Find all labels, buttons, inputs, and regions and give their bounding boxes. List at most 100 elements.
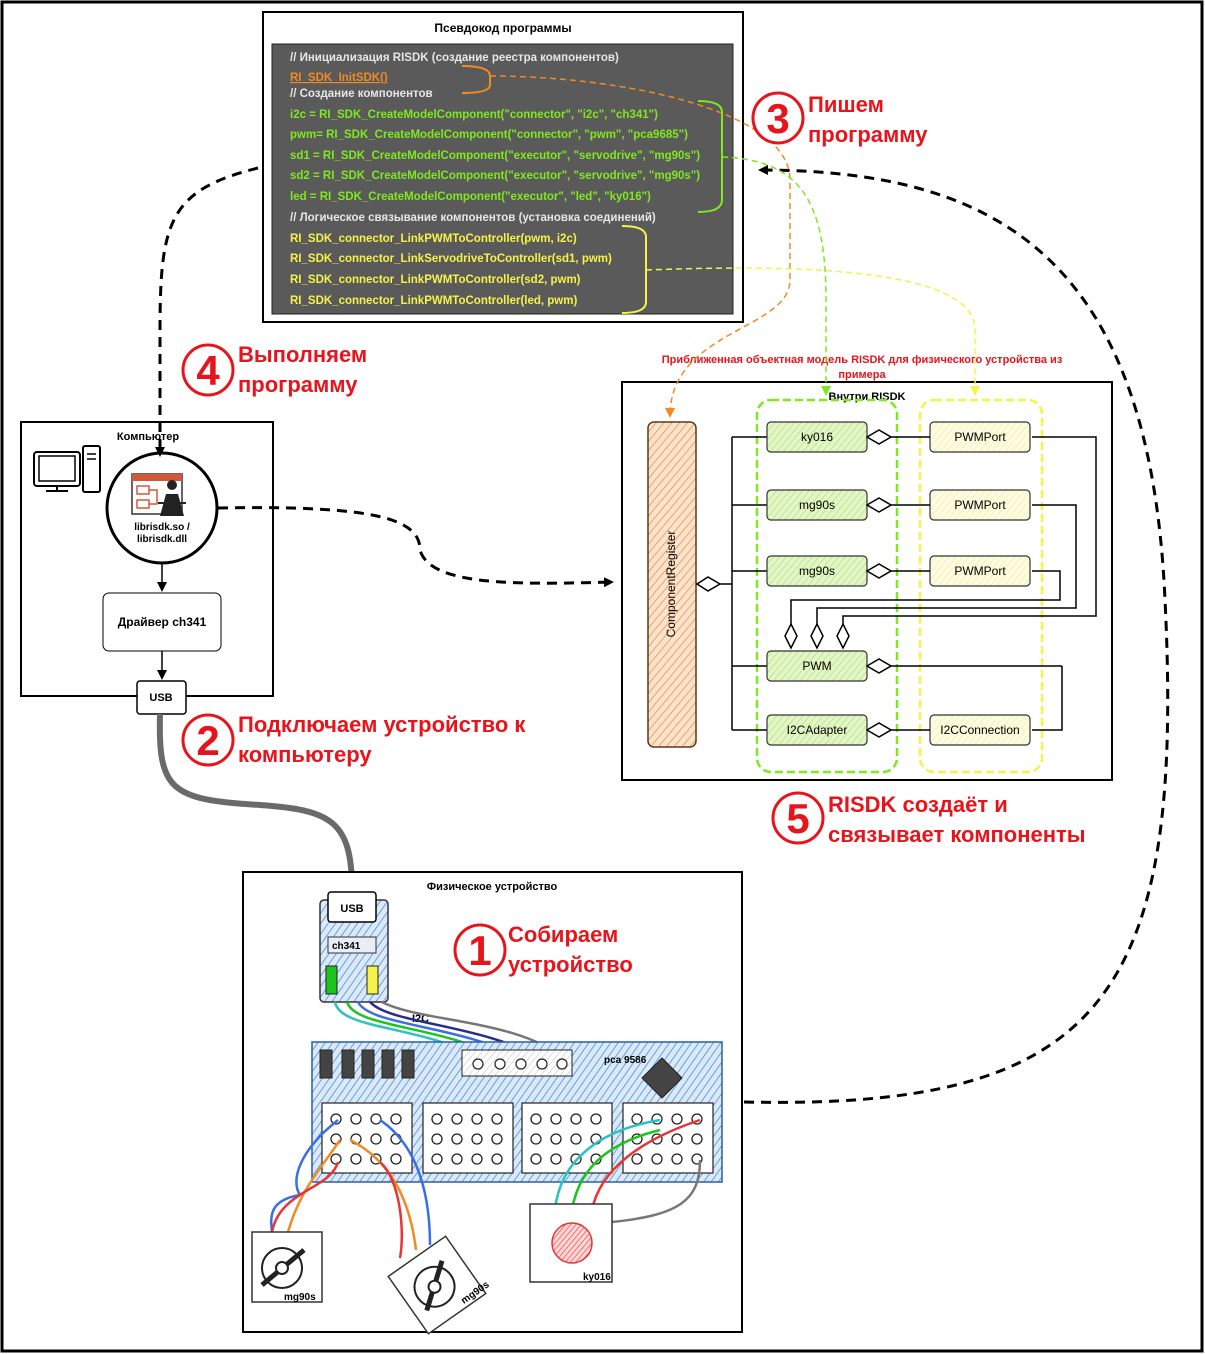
pc-icon <box>33 445 101 493</box>
pwm-pin <box>691 1133 703 1145</box>
step-text-line2: связывает компоненты <box>828 822 1086 847</box>
pwm-pin <box>330 1113 342 1125</box>
pwm-pin <box>330 1153 342 1165</box>
step-1: 1 Собираем устройство <box>453 922 633 977</box>
pwm-pin <box>431 1133 443 1145</box>
pwm-pin <box>390 1153 402 1165</box>
code-line: RI_SDK_connector_LinkPWMToController(pwm… <box>290 233 577 245</box>
servo1-label: mg90s <box>284 1292 316 1303</box>
port-box: I2CConnection <box>929 714 1031 746</box>
model-caption-1: Приближенная объектная модель RISDK для … <box>662 354 1063 366</box>
header-pin <box>536 1058 548 1070</box>
port-associations <box>865 429 1062 738</box>
pwm-pin <box>431 1113 443 1125</box>
pca-label: pca 9586 <box>604 1055 647 1066</box>
pwm-pin <box>550 1113 562 1125</box>
ch341-chip <box>327 936 377 954</box>
usb-port-computer <box>136 680 187 715</box>
pwm-pin <box>570 1133 582 1145</box>
pwm-pin <box>590 1113 602 1125</box>
pwm-pin <box>451 1133 463 1145</box>
component-label: PWM <box>802 659 831 673</box>
step-badge <box>181 343 235 397</box>
computer-panel: Компьютер librisdk.so / librisdk.dll <box>20 421 274 715</box>
ch341-label: ch341 <box>332 941 361 952</box>
code-line: sd1 = RI_SDK_CreateModelComponent("execu… <box>290 150 700 162</box>
header-pin <box>556 1058 568 1070</box>
step-number: 1 <box>468 927 491 974</box>
computer-title: Компьютер <box>117 431 179 443</box>
ports-group <box>918 398 1044 774</box>
arrow-write-program <box>743 165 1170 1104</box>
pwm-pin <box>671 1153 683 1165</box>
code-line: // Логическое связывание компонентов (ус… <box>290 212 656 224</box>
arrow-execute <box>155 166 259 457</box>
step-text-line2: устройство <box>508 952 633 977</box>
pwm-pin <box>491 1113 503 1125</box>
component-label: I2CAdapter <box>787 723 848 737</box>
code-line: pwm= RI_SDK_CreateModelComponent("connec… <box>290 129 688 141</box>
driver-label: Драйвер ch341 <box>118 615 207 629</box>
component-label: mg90s <box>799 564 835 578</box>
robot-software-icon <box>131 473 186 516</box>
step-text-line2: программу <box>238 372 358 397</box>
pwm-pin <box>530 1113 542 1125</box>
pwm-pin <box>631 1153 643 1165</box>
lib-line2: librisdk.dll <box>137 534 187 545</box>
port-box: PWMPort <box>929 555 1031 587</box>
led-label: ky016 <box>583 1272 611 1283</box>
green-led <box>325 965 338 995</box>
step-text-line2: программу <box>808 122 928 147</box>
device-title: Физическое устройство <box>427 881 558 893</box>
step-number: 3 <box>766 95 789 142</box>
port-label: PWMPort <box>954 498 1006 512</box>
code-line: RI_SDK_connector_LinkPWMToController(sd2… <box>290 274 581 286</box>
pwm-pin <box>390 1113 402 1125</box>
pwm-pin <box>451 1153 463 1165</box>
pwm-pin <box>370 1113 382 1125</box>
pwm-pin <box>671 1133 683 1145</box>
pwm-pin <box>350 1113 362 1125</box>
code-line: // Создание компонентов <box>290 88 433 100</box>
pwm-pin <box>471 1113 483 1125</box>
code-line: led = RI_SDK_CreateModelComponent("execu… <box>290 191 651 203</box>
servo-wires <box>270 1118 702 1259</box>
component-register-label: ComponentRegister <box>664 531 678 638</box>
model-caption-2: примера <box>838 369 886 381</box>
pseudocode-title: Псевдокод программы <box>434 21 571 35</box>
code-line: i2c = RI_SDK_CreateModelComponent("conne… <box>290 109 658 121</box>
arrow-create <box>217 506 614 588</box>
pwm-pin <box>651 1113 663 1125</box>
pin-block <box>422 1102 514 1174</box>
pwm-associations <box>784 436 1097 731</box>
component-box: ky016 <box>766 421 868 453</box>
component-box: mg90s <box>766 489 868 521</box>
code-line: RI_SDK_connector_LinkServodriveToControl… <box>290 253 612 265</box>
step-text-line1: Собираем <box>508 922 618 947</box>
port-label: PWMPort <box>954 564 1006 578</box>
pwm-pin <box>491 1133 503 1145</box>
pwm-pin <box>550 1153 562 1165</box>
pwm-pin <box>530 1153 542 1165</box>
servo-mg90s-1: mg90s <box>251 1231 323 1303</box>
port-box: PWMPort <box>929 421 1031 453</box>
port-label: PWMPort <box>954 430 1006 444</box>
header-pin <box>515 1058 527 1070</box>
step-text-line1: RISDK создаёт и <box>828 792 1008 817</box>
pwm-pin <box>550 1133 562 1145</box>
pwm-pin <box>471 1133 483 1145</box>
pwm-pin <box>570 1113 582 1125</box>
component-label: mg90s <box>799 498 835 512</box>
code-line: sd2 = RI_SDK_CreateModelComponent("execu… <box>290 170 700 182</box>
port-label: I2CConnection <box>940 723 1019 737</box>
code-line: RI_SDK_connector_LinkPWMToController(led… <box>290 295 577 307</box>
device-panel: Физическое устройство USB ch341 I2C <box>242 871 743 1335</box>
